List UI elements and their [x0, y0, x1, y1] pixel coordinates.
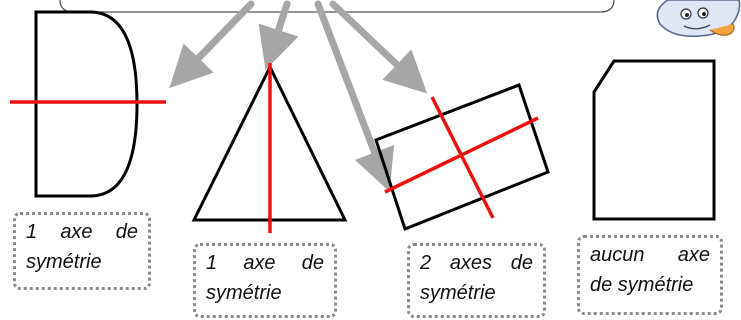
caption-word: axes [449, 252, 493, 274]
caption-word: aucun [590, 244, 645, 266]
mascot-character-icon [656, 0, 741, 38]
half-disc-figure [10, 10, 166, 198]
triangle-figure [191, 63, 348, 233]
caption-line-1: 1 axe de [26, 217, 138, 247]
arrow-to-rectangle-corner [314, 0, 395, 192]
rectangle-figure [374, 83, 550, 231]
tilted-rectangle-outline [374, 83, 550, 231]
arrow-to-triangle [258, 0, 299, 70]
caption-word: axe [60, 221, 93, 243]
caption-rectangle: 2 axes de symétrie [407, 243, 546, 318]
caption-line-2: symétrie [26, 251, 102, 273]
caption-word: 1 [26, 221, 38, 243]
caption-word: de [115, 221, 138, 243]
caption-half-disc: 1 axe de symétrie [13, 212, 151, 290]
caption-line-1: aucun axe [590, 240, 710, 270]
pointer-arrows [169, 0, 428, 192]
rectangle-symmetry-axis-2 [384, 116, 539, 194]
caption-word: 1 [206, 252, 218, 274]
rectangle-symmetry-axis-1 [430, 96, 495, 219]
caption-line-2: symétrie [206, 282, 282, 304]
caption-word: 2 [420, 252, 432, 274]
caption-word: axe [677, 244, 710, 266]
caption-line-1: 1 axe de [206, 248, 324, 278]
caption-word: de [510, 252, 533, 274]
cut-corner-outline [592, 59, 716, 221]
caption-line-2: de symétrie [590, 274, 694, 296]
caption-word: axe [243, 252, 276, 274]
half-disc-outline [34, 10, 139, 198]
caption-line-2: symétrie [420, 282, 496, 304]
caption-triangle: 1 axe de symétrie [193, 243, 337, 318]
caption-line-1: 2 axes de [420, 248, 533, 278]
caption-word: de [301, 252, 324, 274]
caption-cut-corner: aucun axe de symétrie [577, 235, 723, 315]
arrow-to-half-disc [169, 0, 255, 89]
cut-corner-figure [592, 59, 716, 221]
arrow-to-rectangle-top [329, 0, 428, 94]
